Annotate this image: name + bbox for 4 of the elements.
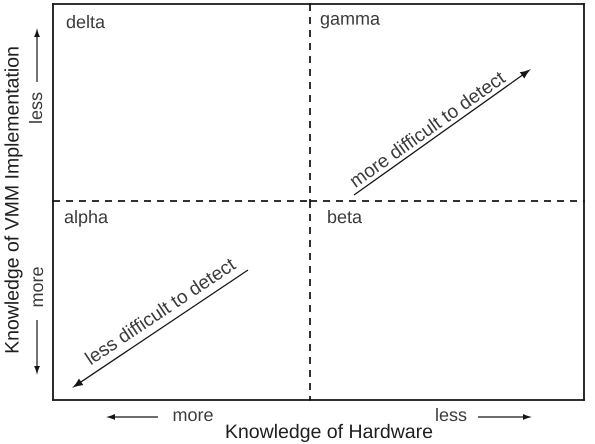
quadrant: delta [52, 3, 311, 202]
axis-title: Knowledge of VMM Implementation [4, 47, 23, 352]
quadrant: beta [309, 200, 585, 401]
axis-title: Knowledge of Hardware [226, 424, 432, 442]
